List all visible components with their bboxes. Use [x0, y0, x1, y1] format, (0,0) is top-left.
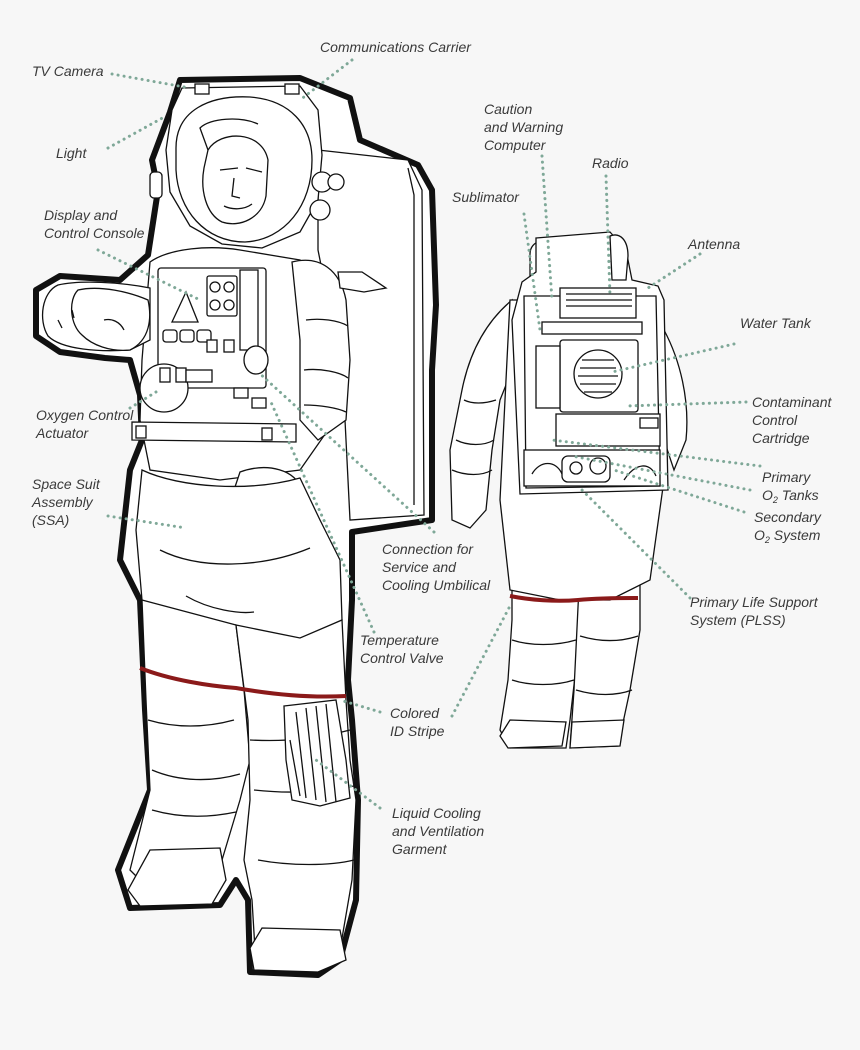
o2-letter-2: O	[754, 527, 765, 543]
o2-subscript-2: 2	[764, 535, 770, 545]
label-radio: Radio	[592, 154, 629, 172]
label-temperature-line2: Control Valve	[360, 650, 444, 666]
label-primary-o2: Primary O2 Tanks	[762, 468, 819, 509]
label-secondary-o2-line1: Secondary	[754, 509, 821, 525]
label-oxygen-line2: Actuator	[36, 425, 89, 441]
label-oxygen-line1: Oxygen Control	[36, 407, 134, 423]
label-connection-line2: Service and	[382, 559, 456, 575]
label-contaminant-cartridge: Contaminant Control Cartridge	[752, 393, 831, 447]
label-water-tank-text: Water Tank	[740, 315, 811, 331]
label-display-console: Display and Control Console	[44, 206, 144, 242]
label-display-line1: Display and	[44, 207, 118, 223]
label-communications-carrier-text: Communications Carrier	[320, 39, 471, 55]
o2-subscript: 2	[772, 495, 778, 505]
label-lcvg-line2: and Ventilation	[392, 823, 485, 839]
label-water-tank: Water Tank	[740, 314, 811, 332]
label-caution-warning: Caution and Warning Computer	[484, 100, 563, 154]
label-communications-carrier: Communications Carrier	[320, 38, 471, 56]
label-id-stripe-line1: Colored	[390, 705, 440, 721]
label-ssa-line2: Assembly	[32, 494, 93, 510]
label-plss-line2: System (PLSS)	[690, 612, 786, 628]
label-contaminant-line3: Cartridge	[752, 430, 810, 446]
label-primary-o2-line2: O2 Tanks	[762, 486, 819, 509]
label-light-text: Light	[56, 145, 87, 161]
label-liquid-cooling-garment: Liquid Cooling and Ventilation Garment	[392, 804, 484, 858]
label-connection-line3: Cooling Umbilical	[382, 577, 491, 593]
label-connection-umbilical: Connection for Service and Cooling Umbil…	[382, 540, 490, 594]
label-caution-line3: Computer	[484, 137, 546, 153]
label-display-line2: Control Console	[44, 225, 145, 241]
o2-system-word: System	[773, 527, 821, 543]
back-left-arm	[449, 298, 517, 529]
label-light: Light	[56, 144, 86, 162]
label-tv-camera-text: TV Camera	[32, 63, 104, 79]
front-helmet	[165, 85, 323, 249]
label-caution-line2: and Warning	[484, 119, 564, 135]
label-contaminant-line2: Control	[752, 412, 798, 428]
display-control-console	[157, 267, 267, 389]
label-lcvg-line3: Garment	[392, 841, 447, 857]
label-id-stripe-line2: ID Stripe	[390, 723, 445, 739]
label-antenna: Antenna	[688, 235, 740, 253]
front-id-stripe	[139, 666, 347, 699]
o2-tanks-word: Tanks	[781, 487, 819, 503]
label-connection-line1: Connection for	[382, 541, 474, 557]
back-suit-figure	[449, 231, 688, 749]
label-plss-line1: Primary Life Support	[690, 594, 818, 610]
label-ssa-line1: Space Suit	[32, 476, 100, 492]
label-colored-id-stripe: Colored ID Stripe	[390, 704, 444, 740]
o2-letter: O	[762, 487, 773, 503]
label-ssa-line3: (SSA)	[32, 512, 70, 528]
front-suit-figure	[33, 75, 439, 978]
label-sublimator-text: Sublimator	[452, 189, 519, 205]
label-secondary-o2-line2: O2 System	[754, 526, 821, 549]
label-secondary-o2: Secondary O2 System	[754, 508, 821, 549]
label-space-suit-assembly: Space Suit Assembly (SSA)	[32, 475, 100, 529]
label-radio-text: Radio	[592, 155, 629, 171]
label-oxygen-actuator: Oxygen Control Actuator	[36, 406, 133, 442]
label-lcvg-line1: Liquid Cooling	[392, 805, 481, 821]
label-caution-line1: Caution	[484, 101, 533, 117]
label-temperature-line1: Temperature	[360, 632, 439, 648]
label-tv-camera: TV Camera	[32, 62, 104, 80]
label-contaminant-line1: Contaminant	[752, 394, 832, 410]
label-temperature-valve: Temperature Control Valve	[360, 631, 444, 667]
radio-unit	[559, 287, 637, 319]
label-sublimator: Sublimator	[452, 188, 519, 206]
label-antenna-text: Antenna	[688, 236, 741, 252]
label-plss: Primary Life Support System (PLSS)	[690, 593, 818, 629]
leader-lines	[96, 58, 762, 810]
back-id-stripe	[509, 594, 639, 603]
label-primary-o2-line1: Primary	[762, 469, 811, 485]
